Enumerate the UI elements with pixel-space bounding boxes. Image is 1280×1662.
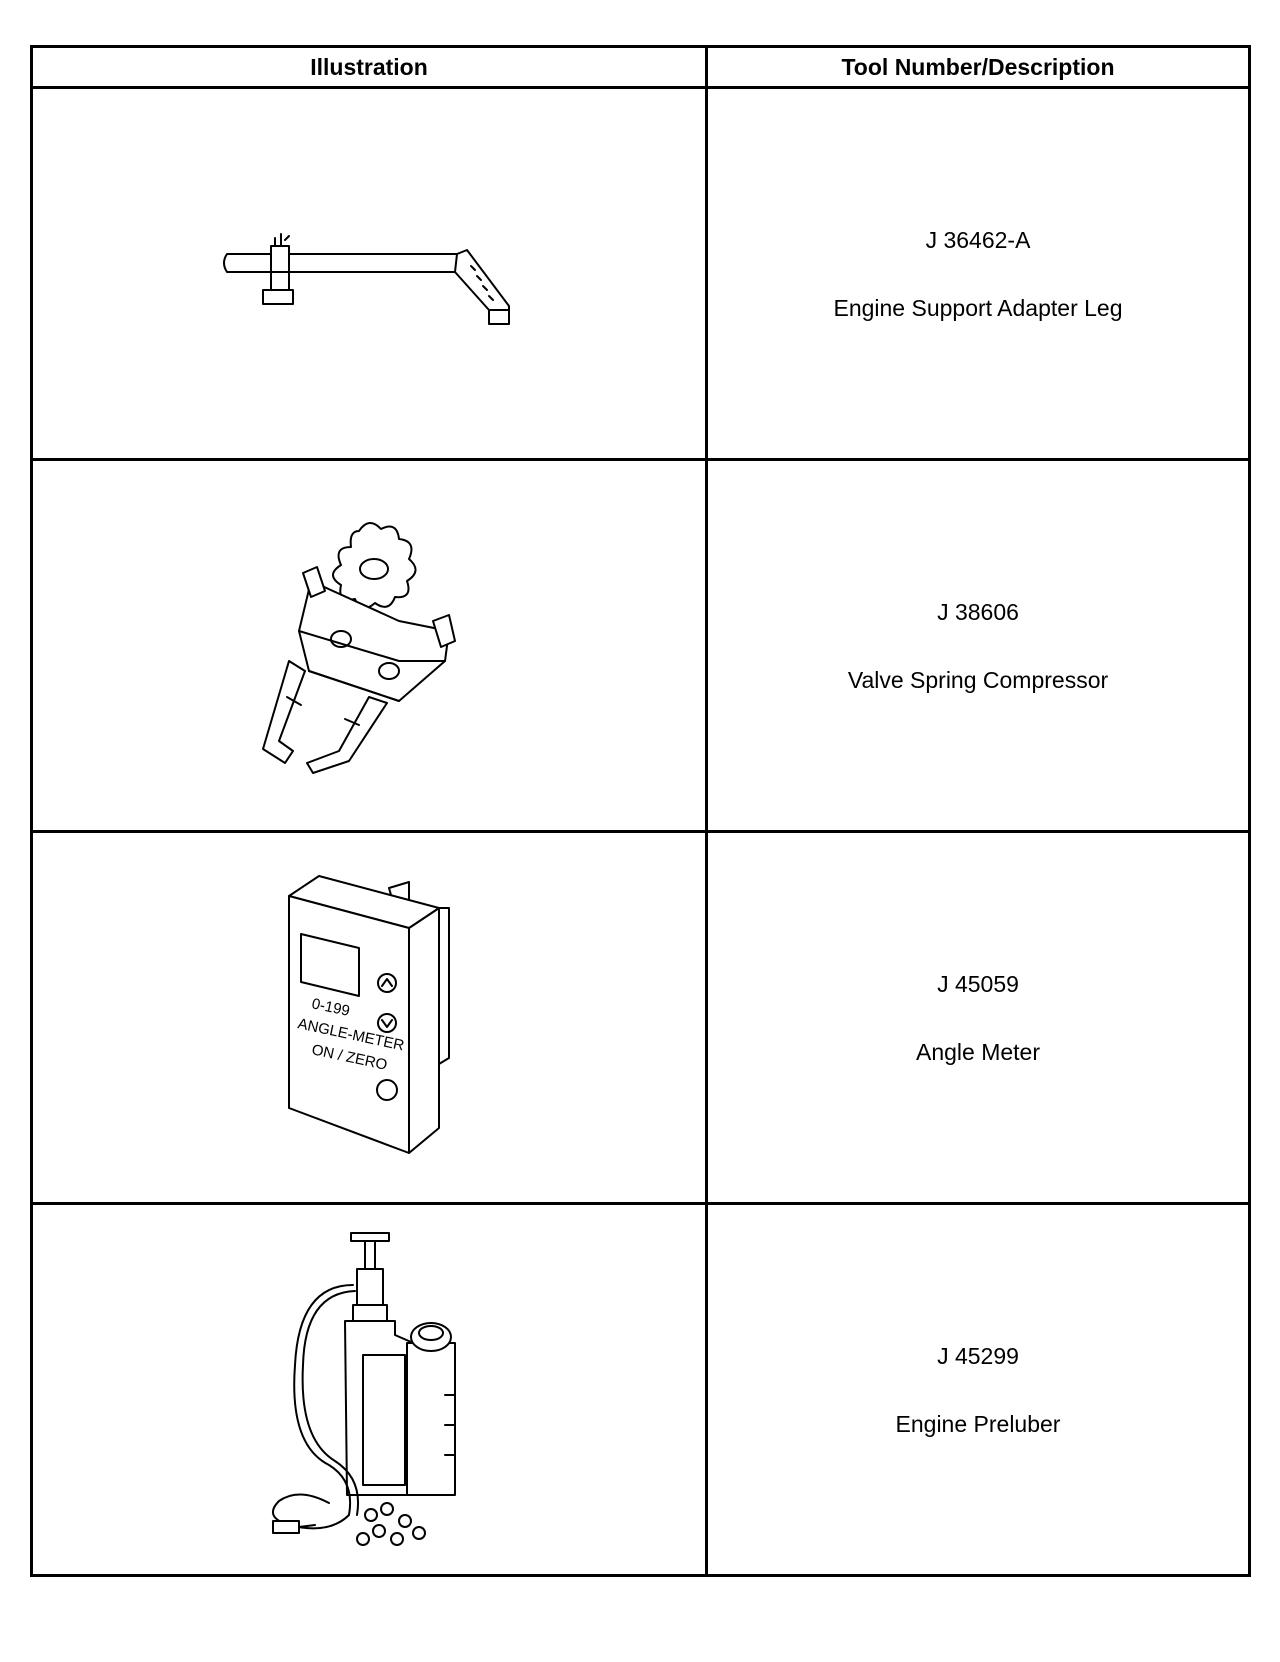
table-row: J 36462-A Engine Support Adapter Leg: [30, 86, 1251, 461]
up-button-icon: [377, 972, 397, 993]
description-cell: J 45299 Engine Preluber: [705, 1202, 1251, 1577]
tool-description: Engine Preluber: [895, 1410, 1061, 1437]
tool-description: Valve Spring Compressor: [847, 666, 1109, 693]
header-illustration: Illustration: [30, 45, 708, 89]
tool-description: Angle Meter: [915, 1038, 1040, 1065]
header-row: Illustration Tool Number/Description: [30, 45, 1251, 89]
header-tool-number-description: Tool Number/Description: [705, 45, 1251, 89]
tool-description: Engine Support Adapter Leg: [833, 294, 1123, 321]
description-cell: J 45059 Angle Meter: [705, 830, 1251, 1205]
power-button-icon: [376, 1078, 398, 1101]
tool-table: Illustration Tool Number/Description: [30, 45, 1251, 1577]
description-cell: J 36462-A Engine Support Adapter Leg: [705, 86, 1251, 461]
table-row: J 38606 Valve Spring Compressor: [30, 458, 1251, 833]
illustration-cell: 0-199 ANGLE-METER ON / ZERO: [30, 830, 708, 1205]
engine-support-adapter-leg-illustration: [223, 232, 510, 325]
illustration-cell: [30, 1202, 708, 1577]
down-button-icon: [377, 1012, 397, 1033]
illustration-cell: [30, 86, 708, 461]
illustration-cell: [30, 458, 708, 833]
table-row: J 45299 Engine Preluber: [30, 1202, 1251, 1577]
tool-number: J 38606: [937, 598, 1019, 625]
description-cell: J 38606 Valve Spring Compressor: [705, 458, 1251, 833]
tool-number: J 36462-A: [925, 226, 1031, 253]
table-row: 0-199 ANGLE-METER ON / ZERO J 45059 Angl…: [30, 830, 1251, 1205]
tool-number: J 45299: [937, 1342, 1019, 1369]
angle-meter-illustration: 0-199 ANGLE-METER ON / ZERO: [288, 874, 450, 1154]
valve-spring-compressor-illustration: [262, 521, 456, 774]
tool-number: J 45059: [937, 970, 1019, 997]
engine-preluber-illustration: [271, 1231, 456, 1546]
